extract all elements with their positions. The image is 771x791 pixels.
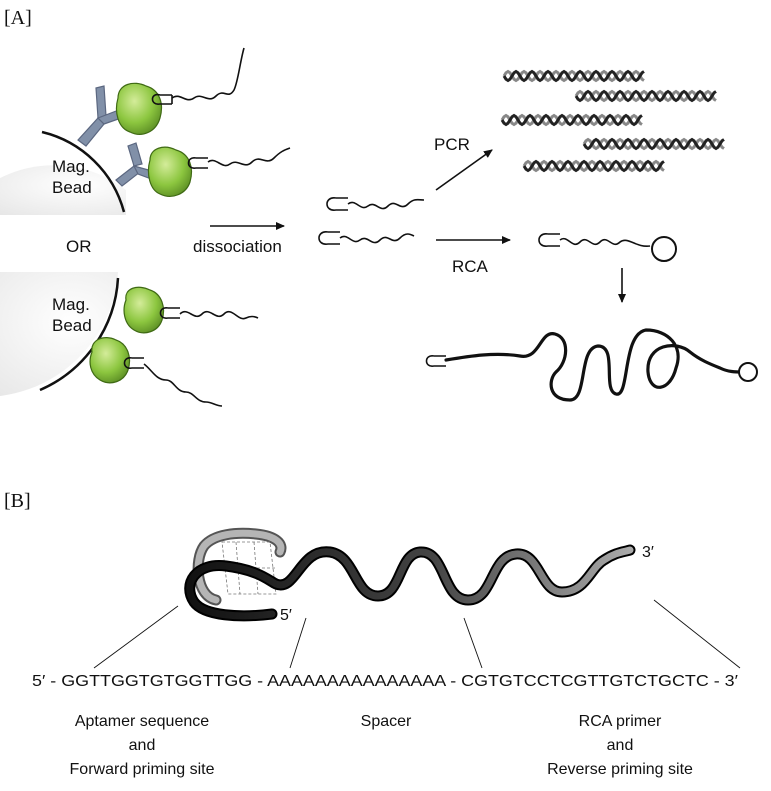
panel-b-label: [B] [4,490,31,512]
leader-rca [463,617,483,669]
aptamer-bound-3 [159,307,259,320]
magnetic-bead-top [0,130,126,215]
protein-2 [147,146,193,197]
aptamer-bound-2 [187,147,291,169]
amplicon-5-strand-b [522,159,665,173]
rca-product [425,328,758,402]
bead-bottom-label-line1: Mag. [52,295,90,314]
protein-3 [123,286,165,334]
caption-aptamer-line3: Forward priming site [70,761,215,778]
protein-4 [89,337,131,384]
free-aptamer-1 [326,197,425,211]
rca-label: RCA [452,257,489,276]
end-5prime-label: 5′ [280,607,292,624]
amplicon-1-strand-b [502,69,645,83]
dissociation-label: dissociation [193,237,282,256]
free-aptamer-2 [318,231,415,245]
aptamer-structure [184,527,636,622]
amplicon-4-strand-b [582,137,725,151]
aptamer-bound-4 [123,357,223,407]
pcr-label: PCR [434,135,470,154]
caption-rca-line2: and [607,737,634,754]
bead-bottom-label-line2: Bead [52,316,92,335]
antibody-2 [115,142,157,187]
aptamer-circle-template [538,233,677,262]
caption-rca-line1: RCA primer [579,713,662,730]
caption-rca-line3: Reverse priming site [547,761,693,778]
amplicon-3-strand-b [500,113,643,127]
pcr-arrow [435,149,493,191]
caption-spacer: Spacer [361,713,412,730]
amplicon-2-strand-b [574,89,717,103]
bead-top-label-line1: Mag. [52,157,90,176]
caption-aptamer-line1: Aptamer sequence [75,713,209,730]
sequence-line: 5′ - GGTTGGTGTGGTTGG - AAAAAAAAAAAAAAA -… [32,673,738,690]
bead-top-label-line2: Bead [52,178,92,197]
caption-aptamer-line2: and [129,737,156,754]
pcr-amplicons [500,69,725,173]
leader-spacer [289,617,307,669]
panel-a-label: [A] [4,7,32,29]
end-3prime-label: 3′ [642,544,654,561]
protein-1 [115,82,163,135]
leader-aptamer [93,605,179,669]
leader-3prime [653,599,741,669]
aptamer-bound-1 [151,47,245,105]
or-label: OR [66,237,92,256]
